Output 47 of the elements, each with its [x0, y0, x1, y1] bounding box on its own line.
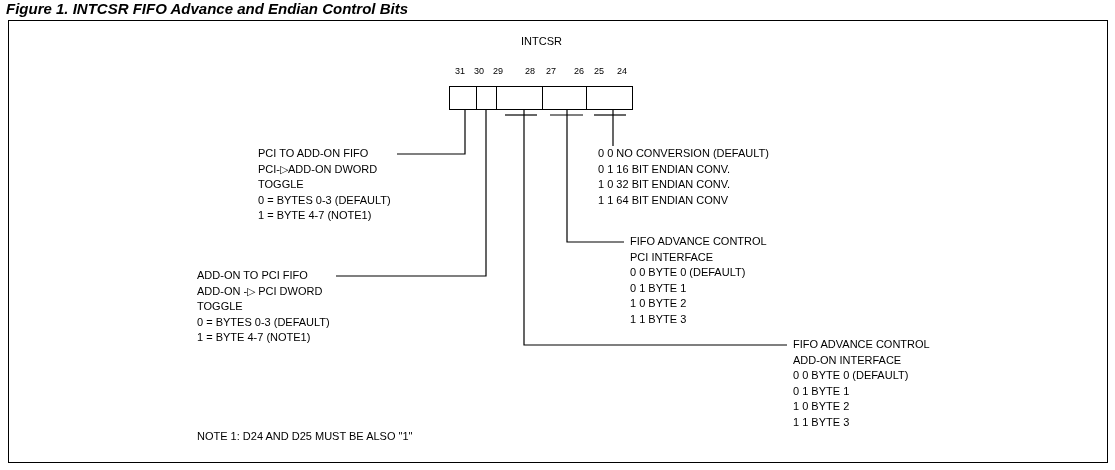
description-text: FIFO ADVANCE CONTROL [793, 337, 930, 352]
description-text: 1 1 64 BIT ENDIAN CONV [598, 192, 729, 208]
description-text: ADD-ON -▷ PCI DWORD [197, 283, 324, 299]
description-text: ADD-ON INTERFACE [793, 352, 903, 368]
bit-number: 29 [493, 66, 503, 77]
description-text: 1 0 32 BIT ENDIAN CONV. [598, 177, 732, 192]
description-text: PCI-▷ADD-ON DWORD [258, 161, 379, 177]
description-text: PCI INTERFACE [630, 249, 715, 265]
leader-line [566, 109, 625, 243]
register-field [476, 86, 497, 110]
description-text: 0 1 BYTE 1 [793, 383, 851, 399]
bit-number: 28 [525, 66, 535, 77]
register-field [449, 86, 477, 110]
bit-number: 25 [594, 66, 604, 77]
bit-number: 31 [455, 66, 465, 77]
bit-number: 24 [617, 66, 627, 77]
description-text: PCI TO ADD-ON FIFO [258, 146, 370, 161]
leader-line [612, 109, 614, 147]
description-text: 1 = BYTE 4-7 (NOTE1) [197, 330, 312, 345]
description-text: 1 0 BYTE 2 [793, 399, 851, 414]
description-text: 0 0 BYTE 0 (DEFAULT) [793, 368, 910, 383]
description-text: 0 1 16 BIT ENDIAN CONV. [598, 161, 732, 177]
description-text: 0 0 BYTE 0 (DEFAULT) [630, 265, 747, 280]
description-text: 1 1 BYTE 3 [793, 414, 851, 430]
leader-line [396, 109, 466, 155]
register-field [496, 86, 543, 110]
description-text: 1 0 BYTE 2 [630, 296, 688, 311]
register-field [542, 86, 587, 110]
description-text: TOGGLE [197, 299, 244, 314]
description-text: 0 = BYTES 0-3 (DEFAULT) [197, 314, 330, 330]
register-name: INTCSR [521, 35, 562, 48]
description-text: 0 1 BYTE 1 [630, 280, 688, 296]
note: NOTE 1: D24 AND D25 MUST BE ALSO "1" [197, 430, 413, 443]
bit-number: 26 [574, 66, 584, 77]
figure-title: Figure 1. INTCSR FIFO Advance and Endian Control Bits [6, 0, 408, 18]
bit-number: 30 [474, 66, 484, 77]
description-text: 1 1 BYTE 3 [630, 311, 688, 327]
description-text: 1 = BYTE 4-7 (NOTE1) [258, 208, 373, 223]
bit-number: 27 [546, 66, 556, 77]
register-field [586, 86, 633, 110]
description-text: TOGGLE [258, 177, 305, 192]
description-text: 0 = BYTES 0-3 (DEFAULT) [258, 192, 391, 208]
description-text: FIFO ADVANCE CONTROL [630, 234, 767, 249]
description-text: 0 0 NO CONVERSION (DEFAULT) [598, 146, 769, 161]
description-text: ADD-ON TO PCI FIFO [197, 268, 309, 283]
leader-line [335, 109, 487, 277]
leader-line [523, 109, 788, 346]
